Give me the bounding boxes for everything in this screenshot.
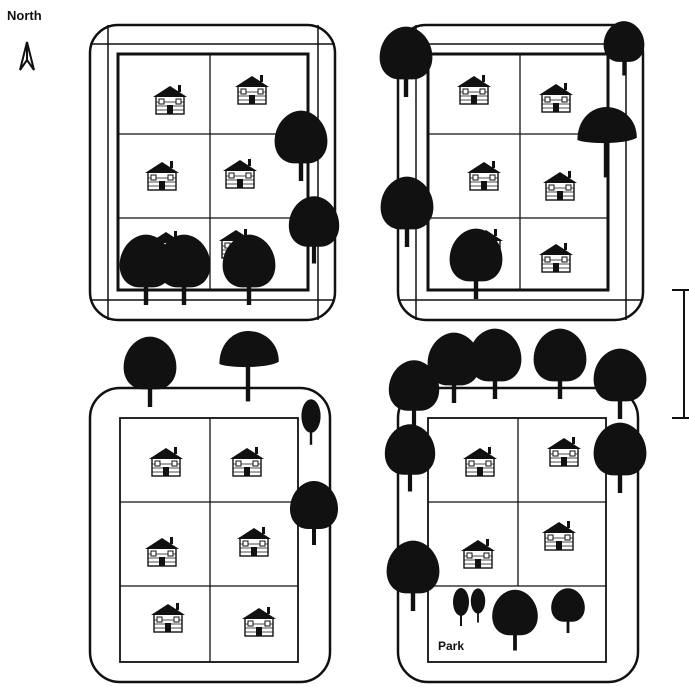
scale-bar-icon xyxy=(672,289,689,419)
north-arrow-icon xyxy=(19,41,35,71)
block-top-right xyxy=(379,21,645,322)
block-top-left xyxy=(88,23,340,322)
park-label: Park xyxy=(438,639,464,653)
block-bottom-right: Park xyxy=(384,328,647,684)
block-bottom-left xyxy=(88,331,338,684)
park: Park xyxy=(438,588,585,653)
north-label: North xyxy=(7,8,42,23)
